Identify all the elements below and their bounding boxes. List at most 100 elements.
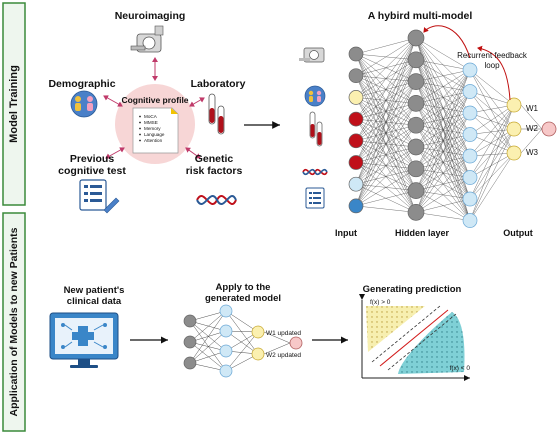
network-edge bbox=[355, 59, 417, 206]
weight-label: W2 bbox=[526, 124, 539, 133]
network-edge bbox=[415, 69, 471, 213]
dna-icon bbox=[196, 195, 237, 205]
recurrent-node bbox=[462, 213, 478, 228]
applied-hidden-node bbox=[219, 304, 233, 318]
network-edge bbox=[355, 103, 417, 206]
applied-hidden-node bbox=[219, 364, 233, 378]
network-edge bbox=[520, 104, 543, 130]
network-edge bbox=[469, 91, 515, 106]
recurrent-node bbox=[462, 84, 478, 99]
side-tab-application: Application of Models to new Patients bbox=[2, 212, 26, 432]
prediction-title: Generating prediction bbox=[363, 284, 462, 295]
network-edge bbox=[355, 168, 417, 207]
network-edge bbox=[189, 320, 227, 372]
network-edge bbox=[469, 128, 515, 157]
genetic-label-line1: Genetic bbox=[195, 153, 234, 165]
network-edge bbox=[469, 91, 515, 154]
input-node bbox=[348, 176, 364, 192]
network-edge bbox=[469, 69, 515, 106]
network-edge bbox=[355, 190, 417, 207]
network-edge bbox=[415, 59, 471, 71]
output-node bbox=[506, 121, 522, 137]
network-edge bbox=[189, 320, 227, 352]
network-edge bbox=[415, 198, 471, 213]
network-edge bbox=[469, 104, 515, 114]
applied-network-connections bbox=[189, 310, 291, 372]
model-title: A hybird multi-model bbox=[368, 10, 473, 22]
hidden-node bbox=[407, 204, 425, 221]
cognitive-profile: Cognitive profile MoCA MMSE Memory Langu… bbox=[115, 84, 195, 164]
network-connections bbox=[355, 37, 543, 221]
recurrent-node bbox=[462, 170, 478, 185]
network-edge bbox=[225, 310, 259, 333]
network-edge bbox=[469, 104, 515, 178]
monitor-medical-icon bbox=[49, 312, 119, 368]
input-test-tube-icon bbox=[309, 111, 323, 147]
input-node bbox=[348, 133, 364, 149]
demographic-label: Demographic bbox=[48, 78, 115, 90]
applied-final-node bbox=[289, 336, 303, 350]
network-edge bbox=[469, 152, 515, 178]
weight-label: W3 bbox=[526, 148, 539, 157]
network-edge bbox=[469, 91, 515, 130]
hidden-node bbox=[407, 51, 425, 69]
applied-hidden-node bbox=[219, 324, 233, 338]
network-edge bbox=[415, 91, 471, 213]
side-tab-training-label: Model Training bbox=[8, 65, 20, 143]
network-edge bbox=[415, 37, 471, 71]
network-edge bbox=[415, 134, 471, 213]
input-node bbox=[348, 46, 364, 62]
network-edge bbox=[263, 331, 291, 344]
network-edge bbox=[415, 69, 471, 126]
recurrent-loop-arrow bbox=[423, 25, 471, 59]
final-output-node bbox=[541, 121, 557, 137]
genetic-label-line2: risk factors bbox=[186, 165, 243, 177]
network-edge bbox=[469, 128, 515, 200]
applied-input-node bbox=[183, 335, 197, 349]
network-edge bbox=[355, 37, 417, 206]
network-edge bbox=[355, 37, 417, 185]
cognitive-profile-title: Cognitive profile bbox=[121, 95, 188, 105]
input-node bbox=[348, 90, 364, 105]
w2-updated-label: W2 updated bbox=[266, 352, 301, 359]
network-edge bbox=[355, 37, 417, 120]
cognitive-item: MMSE bbox=[144, 120, 158, 125]
network-edge bbox=[189, 341, 227, 372]
input-node bbox=[348, 155, 364, 170]
previous-test-label-line2: cognitive test bbox=[58, 165, 126, 177]
input-node bbox=[348, 68, 364, 84]
network-edge bbox=[469, 69, 515, 154]
network-edge bbox=[469, 152, 515, 221]
network-edge bbox=[469, 134, 515, 154]
apply-model-label-line1: Apply to the bbox=[216, 282, 271, 293]
hidden-node bbox=[407, 29, 425, 47]
network-edge bbox=[189, 310, 227, 343]
network-edge bbox=[469, 104, 515, 135]
network-edge bbox=[415, 112, 471, 213]
side-tab-training: Model Training bbox=[2, 2, 26, 206]
network-edge bbox=[355, 37, 417, 163]
new-patient-label-line2: clinical data bbox=[67, 296, 122, 307]
recurrent-node bbox=[462, 148, 478, 164]
new-patient-label-line1: New patient's bbox=[64, 285, 125, 296]
output-layer-label: Output bbox=[503, 228, 533, 238]
input-dna-icon bbox=[302, 168, 328, 176]
apply-model-label-line2: generated model bbox=[205, 293, 281, 304]
document-icon bbox=[132, 107, 179, 154]
hidden-node bbox=[407, 182, 425, 199]
network-edge bbox=[355, 37, 417, 76]
cognitive-item: MoCA bbox=[144, 114, 158, 119]
network-edge bbox=[355, 125, 417, 207]
network-edge bbox=[415, 177, 471, 213]
laboratory-label: Laboratory bbox=[191, 78, 246, 90]
network-edge bbox=[469, 152, 515, 157]
fx-positive-label: f(x) > 0 bbox=[370, 299, 391, 306]
data-source-arrows bbox=[103, 57, 205, 159]
network-edge bbox=[355, 81, 417, 206]
mri-scanner-icon bbox=[130, 25, 164, 53]
fx-negative-label: f(x) < 0 bbox=[450, 365, 471, 372]
recurrent-loop-label-line1: Recurrent feedback bbox=[457, 51, 528, 60]
network-edge bbox=[469, 152, 515, 200]
recurrent-node bbox=[462, 191, 478, 207]
network-edge bbox=[520, 128, 543, 154]
